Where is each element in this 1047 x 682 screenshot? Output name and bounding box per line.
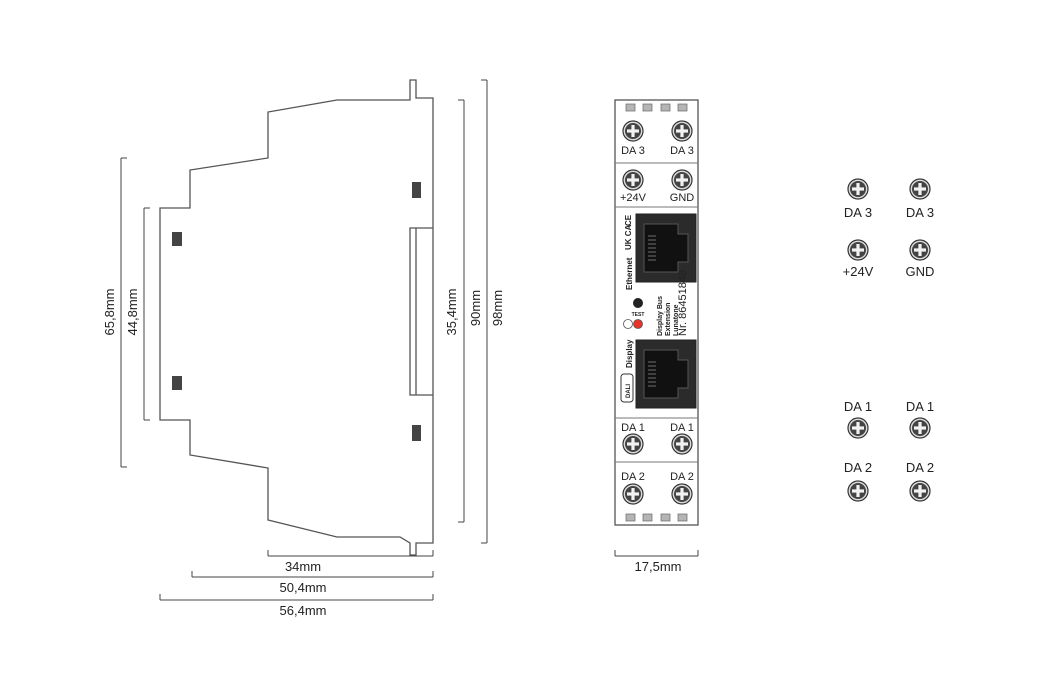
legend-label-da2-left: DA 2 (844, 460, 872, 475)
brand-name: Lunatone (673, 304, 680, 336)
front-label-24v: +24V (620, 192, 647, 204)
legend-screw-da1-left (847, 417, 869, 439)
screw-24v (622, 169, 644, 191)
legend-screw-da2-right (909, 480, 931, 502)
screw-da2-right (671, 483, 693, 505)
front-label-da1-right: DA 1 (670, 422, 694, 434)
latch-right-bottom (412, 425, 421, 441)
ukca-mark: UK CA (624, 224, 633, 250)
legend-screw-da2-left (847, 480, 869, 502)
front-view: DA 3 DA 3 +24V GND DA 1 DA 1 DA 2 DA 2 E… (614, 99, 699, 526)
led-white (623, 319, 633, 329)
dim-98: 98mm (490, 290, 505, 326)
dim-35-4: 35,4mm (444, 289, 459, 336)
legend-label-24v: +24V (843, 264, 874, 279)
screw-da3-left (622, 120, 644, 142)
legend-screw-da3-left (847, 178, 869, 200)
bottom-vents (625, 513, 688, 522)
legend-screw-da1-right (909, 417, 931, 439)
ethernet-label: Ethernet (625, 257, 634, 290)
side-view (159, 79, 434, 556)
test-button[interactable] (633, 298, 643, 308)
screw-gnd (671, 169, 693, 191)
display-label: Display (625, 339, 634, 368)
dim-65-8: 65,8mm (102, 289, 117, 336)
front-label-da3-left: DA 3 (621, 145, 645, 157)
part-number: Nr. 86451848 (677, 270, 689, 336)
product-line2: Extension (665, 303, 672, 336)
svg-text:DALI: DALI (626, 384, 632, 398)
screw-da3-right (671, 120, 693, 142)
legend-label-da1-left: DA 1 (844, 399, 872, 414)
top-vents (625, 103, 688, 112)
front-label-da2-left: DA 2 (621, 471, 645, 483)
dim-56-4: 56,4mm (280, 603, 327, 618)
legend-label-da1-right: DA 1 (906, 399, 934, 414)
din-clip (409, 227, 433, 396)
legend-screw-da3-right (909, 178, 931, 200)
legend-label-da3-right: DA 3 (906, 205, 934, 220)
latch-left-bottom (172, 376, 182, 390)
front-label-da3-right: DA 3 (670, 145, 694, 157)
latch-left-top (172, 232, 182, 246)
display-jack (635, 339, 697, 409)
terminal-legend: DA 3 DA 3 +24V GND DA 1 DA 1 DA 2 DA 2 (843, 178, 935, 502)
latch-right-top (412, 182, 421, 198)
vertical-dimensions (120, 79, 488, 544)
dim-17-5: 17,5mm (635, 559, 682, 574)
ce-mark: CE (624, 214, 633, 226)
side-view-outline (159, 79, 434, 556)
front-label-gnd: GND (670, 192, 695, 204)
dim-90: 90mm (468, 290, 483, 326)
led-red (633, 319, 643, 329)
dim-50-4: 50,4mm (280, 580, 327, 595)
legend-label-da2-right: DA 2 (906, 460, 934, 475)
legend-label-da3-left: DA 3 (844, 205, 872, 220)
dali-badge: DALI (620, 373, 634, 403)
front-label-da1-left: DA 1 (621, 422, 645, 434)
legend-screw-24v (847, 239, 869, 261)
screw-da1-right (671, 433, 693, 455)
screw-da2-left (622, 483, 644, 505)
screw-da1-left (622, 433, 644, 455)
front-label-da2-right: DA 2 (670, 471, 694, 483)
legend-label-gnd: GND (906, 264, 935, 279)
dim-44-8: 44,8mm (125, 289, 140, 336)
test-label: TEST (632, 312, 645, 318)
horizontal-dimensions (159, 550, 699, 601)
dim-34: 34mm (285, 559, 321, 574)
product-line1: Display Bus (657, 296, 664, 336)
legend-screw-gnd (909, 239, 931, 261)
